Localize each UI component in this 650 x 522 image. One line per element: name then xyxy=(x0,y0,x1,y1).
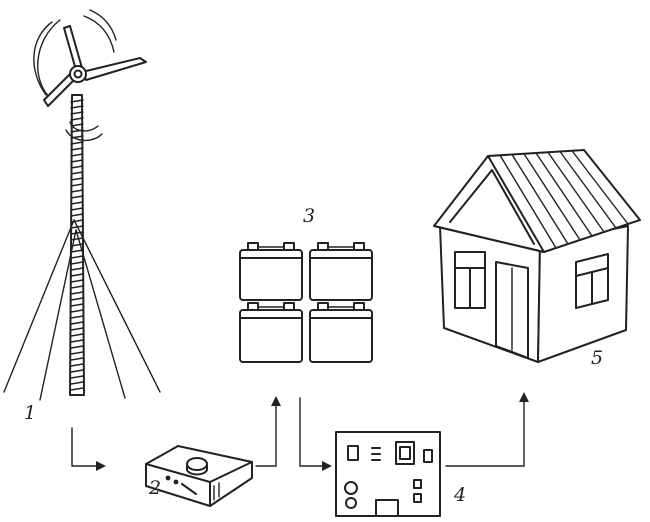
flow-arrows xyxy=(71,392,529,471)
arrow-batteries-to-inverter xyxy=(299,397,332,471)
label-controller: 2 xyxy=(149,477,162,499)
battery-icon xyxy=(309,242,373,301)
battery-icon xyxy=(309,302,373,363)
battery-icon xyxy=(239,242,303,301)
inverter-panel-icon xyxy=(335,431,441,517)
label-turbine: 1 xyxy=(24,402,37,424)
arrow-controller-to-batteries xyxy=(255,396,281,467)
arrow-turbine-to-controller xyxy=(71,427,106,471)
label-house: 5 xyxy=(591,347,604,369)
charge-controller-icon xyxy=(145,445,253,507)
battery-bank xyxy=(239,242,373,363)
wind-turbine-icon xyxy=(3,9,161,401)
label-batteries: 3 xyxy=(303,205,316,227)
label-inverter: 4 xyxy=(454,484,467,506)
house-icon xyxy=(433,149,641,363)
battery-icon xyxy=(239,302,303,363)
arrow-inverter-to-house xyxy=(445,392,529,467)
